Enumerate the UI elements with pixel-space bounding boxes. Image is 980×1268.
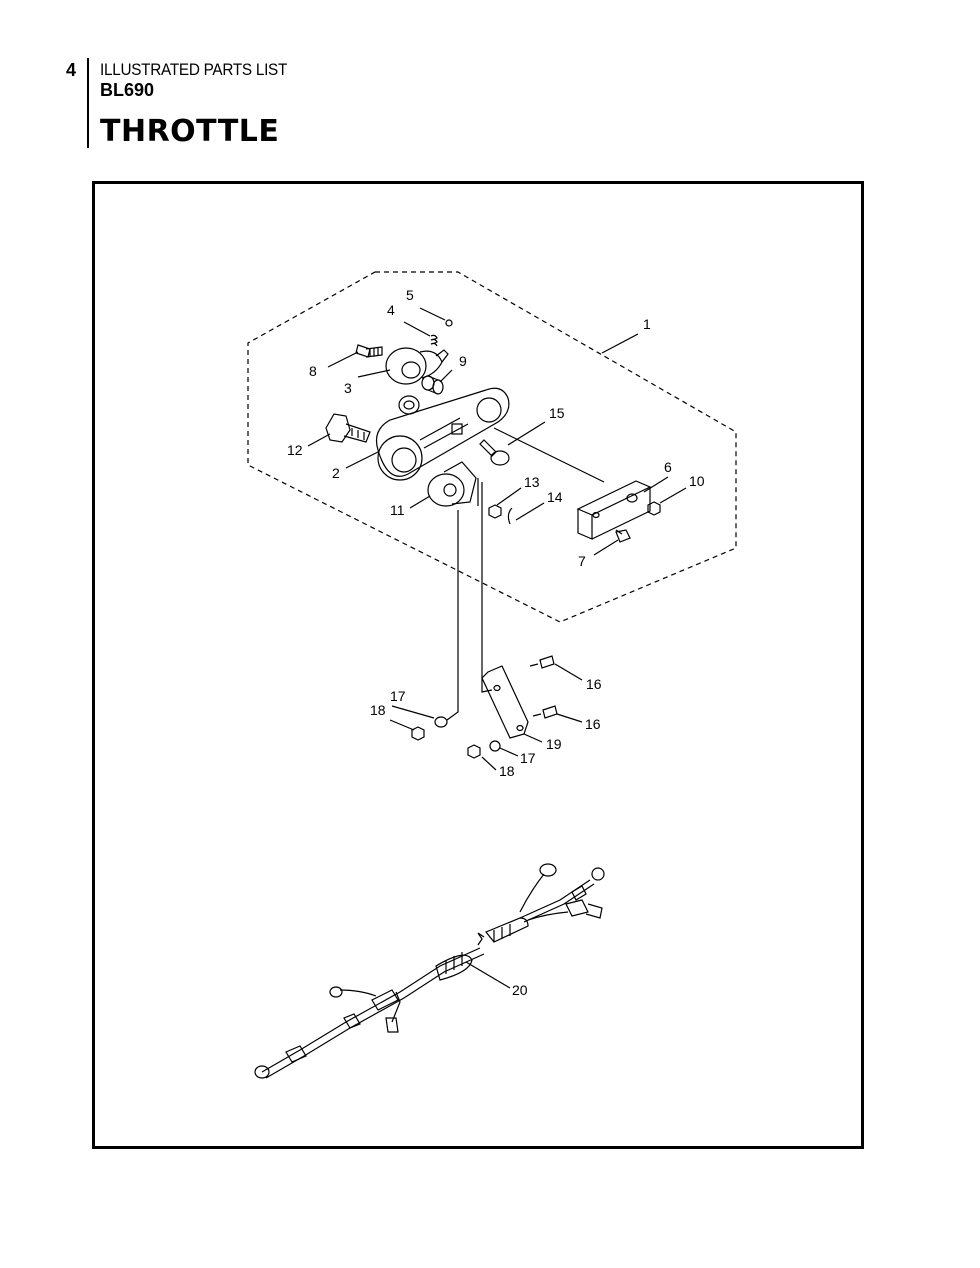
page-number: 4 [66,60,77,80]
part-washer-17a [434,716,448,728]
callout-18a: 18 [370,702,386,718]
page-title: THROTTLE [100,114,280,149]
part-washer-17b [489,740,501,752]
routing-line-b [481,482,493,693]
assembly-boundary [247,271,737,623]
part-plate [576,480,652,540]
part-bolt-16a [529,655,555,669]
diagram-frame [92,181,864,1149]
callout-11: 11 [390,502,405,518]
model-name: BL690 [100,80,155,100]
callout-17a: 17 [390,688,406,704]
callout-17b: 17 [520,750,536,766]
callout-15: 15 [549,405,565,421]
part-housing [375,387,510,481]
callout-9: 9 [459,353,467,369]
callout-3: 3 [344,380,352,396]
part-bolt-16b [532,705,558,719]
callout-8: 8 [309,363,317,379]
callout-13: 13 [524,474,540,490]
part-throttle-cable [254,863,605,1079]
part-throttle-collar [385,347,449,385]
callout-2: 2 [332,465,340,481]
header-divider [87,58,89,148]
leader-lines [307,307,687,989]
routing-line-a [446,510,459,721]
callout-1: 1 [643,316,651,332]
callout-4: 4 [387,302,395,318]
part-bolt-7 [615,529,631,543]
callout-19: 19 [546,736,562,752]
part-lever [427,461,479,507]
callout-16a: 16 [586,676,602,692]
part-nut-13 [488,504,502,519]
callout-20: 20 [512,982,528,998]
callout-5: 5 [406,287,414,303]
part-bolt-8 [355,344,383,358]
part-nut-18b [467,744,481,759]
part-star-knob [325,413,371,443]
part-clip [507,507,513,525]
callout-6: 6 [664,459,672,475]
callout-16b: 16 [585,716,601,732]
part-spring [430,334,438,347]
callout-12: 12 [287,442,303,458]
section-title: ILLUSTRATED PARTS LIST [100,60,288,79]
callout-10: 10 [689,473,705,489]
callout-18b: 18 [499,763,515,779]
part-screw-15 [479,439,510,466]
callout-14: 14 [547,489,563,505]
part-nut-18a [411,726,425,741]
part-bracket [481,665,529,739]
callout-labels: 5 4 1 9 8 3 15 12 2 6 13 10 14 11 7 16 1… [287,287,705,998]
callout-7: 7 [578,553,586,569]
part-nut-10 [647,501,661,516]
part-ball [445,319,453,327]
part-bushing [421,375,444,395]
